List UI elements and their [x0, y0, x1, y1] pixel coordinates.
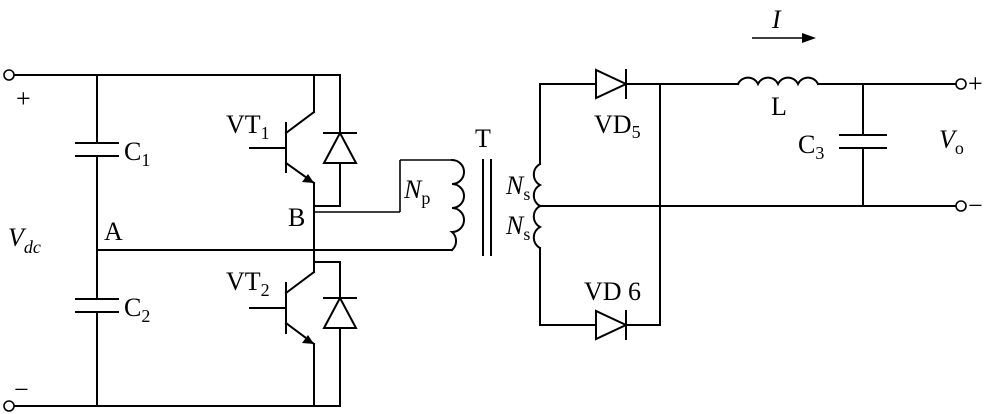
input-plus-terminal	[3, 69, 15, 81]
diode-vd5	[595, 68, 629, 100]
vd6-label: VD 6	[584, 277, 641, 306]
inductor-l	[736, 76, 820, 87]
diode-vt1-antiparallel	[313, 74, 358, 207]
vt2-label: VT2	[226, 267, 270, 300]
output-plus-label: +	[968, 69, 983, 98]
vdc-label: Vdc	[8, 223, 41, 257]
node-a-label: A	[104, 217, 123, 246]
c2-label: C2	[124, 293, 150, 326]
current-arrow	[752, 33, 816, 43]
vo-label: Vo	[939, 125, 964, 158]
input-minus-label: −	[14, 375, 29, 404]
ns-top-label: Ns	[505, 171, 530, 204]
transistor-vt1	[249, 74, 316, 251]
ns-bottom-label: Ns	[505, 211, 530, 244]
output-minus-label: −	[968, 191, 983, 220]
c3-label: C3	[798, 130, 824, 163]
output-minus-terminal	[955, 200, 967, 212]
c1-label: C1	[124, 137, 150, 170]
transformer-primary	[449, 158, 465, 252]
input-plus-label: +	[16, 84, 31, 113]
np-label: Np	[403, 175, 430, 208]
vt1-label: VT1	[226, 110, 270, 143]
transistor-vt2	[249, 249, 316, 407]
vd5-label: VD5	[594, 110, 641, 142]
transformer-label: T	[475, 124, 491, 153]
transformer-secondary	[532, 162, 543, 250]
current-label: I	[771, 5, 782, 34]
node-b-label: B	[288, 203, 305, 232]
output-plus-terminal	[955, 78, 967, 90]
inductor-label: L	[771, 92, 787, 121]
input-bus	[3, 69, 339, 412]
capacitor-c1	[75, 74, 119, 251]
diode-vt2-antiparallel	[313, 261, 358, 407]
input-minus-terminal	[3, 400, 15, 412]
capacitor-c3	[839, 83, 887, 207]
diode-vd6	[595, 309, 629, 341]
capacitor-c2	[75, 249, 119, 407]
